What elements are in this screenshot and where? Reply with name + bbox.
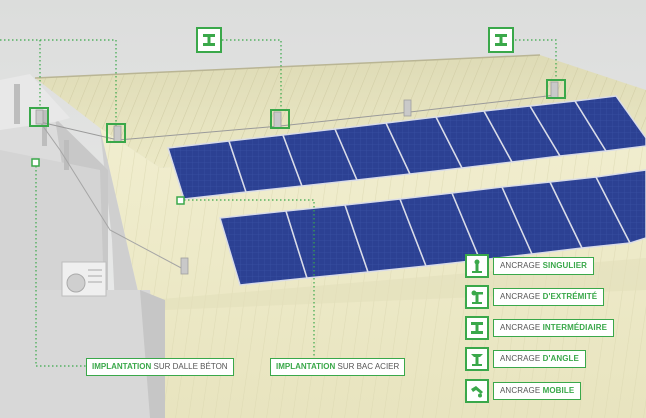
legend-item-angle: ANCRAGE D'ANGLE [465, 346, 586, 372]
intermediate-anchor-callout-right [488, 27, 514, 53]
legend-item-singulier: ANCRAGE SINGULIER [465, 253, 595, 279]
mobile-anchor-icon [465, 379, 489, 403]
legend-label: ANCRAGE SINGULIER [493, 257, 595, 275]
intermediate-anchor-icon [495, 34, 507, 46]
legend-item-extremite: ANCRAGE D'EXTRÉMITÉ [465, 284, 605, 310]
angle-anchor-icon [465, 347, 489, 371]
lower-panel-row [219, 169, 646, 286]
legend-item-mobile: ANCRAGE MOBILE [465, 378, 582, 404]
implantation-bac-acier-label: IMPLANTATION SUR BAC ACIER [270, 358, 406, 376]
end-anchor-icon [465, 285, 489, 309]
intermediate-anchor-icon [203, 34, 215, 46]
intermediate-anchor-icon [465, 316, 489, 340]
implantation-dalle-beton-label: IMPLANTATION SUR DALLE BÉTON [86, 358, 234, 376]
upper-panel-row [167, 95, 646, 200]
legend-label: ANCRAGE D'ANGLE [493, 350, 586, 368]
intermediate-anchor-callout [196, 27, 222, 53]
single-anchor-icon [465, 254, 489, 278]
legend-label: ANCRAGE INTERMÉDIAIRE [493, 319, 615, 337]
legend-label: ANCRAGE MOBILE [493, 382, 582, 400]
legend-item-intermediaire: ANCRAGE INTERMÉDIAIRE [465, 315, 615, 341]
legend-label: ANCRAGE D'EXTRÉMITÉ [493, 288, 605, 306]
